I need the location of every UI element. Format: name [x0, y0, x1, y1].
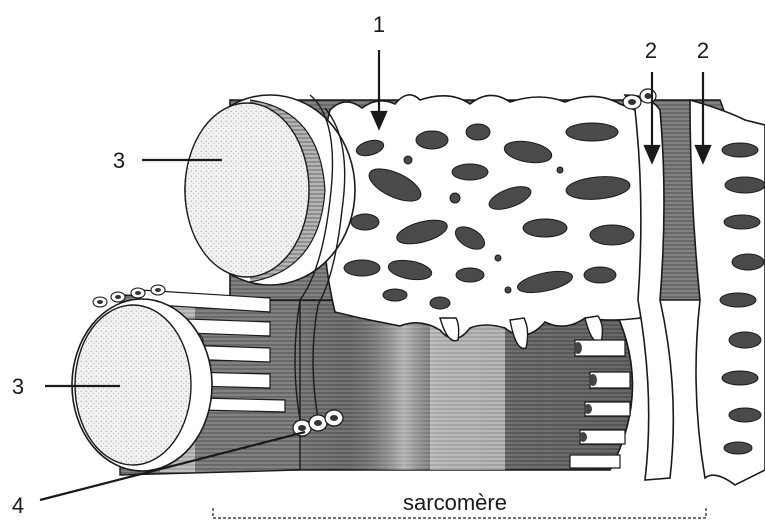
sarcoplasmic-reticulum	[324, 95, 654, 349]
myofibril-cross-section-top	[185, 95, 355, 285]
label-4: 4	[12, 493, 24, 518]
label-3-bottom: 3	[12, 374, 24, 399]
label-1: 1	[373, 12, 385, 37]
label-3-top: 3	[113, 148, 125, 173]
label-2-right: 2	[697, 38, 709, 63]
label-2-left: 2	[645, 38, 657, 63]
label-sarcomere: sarcomère	[403, 490, 507, 515]
